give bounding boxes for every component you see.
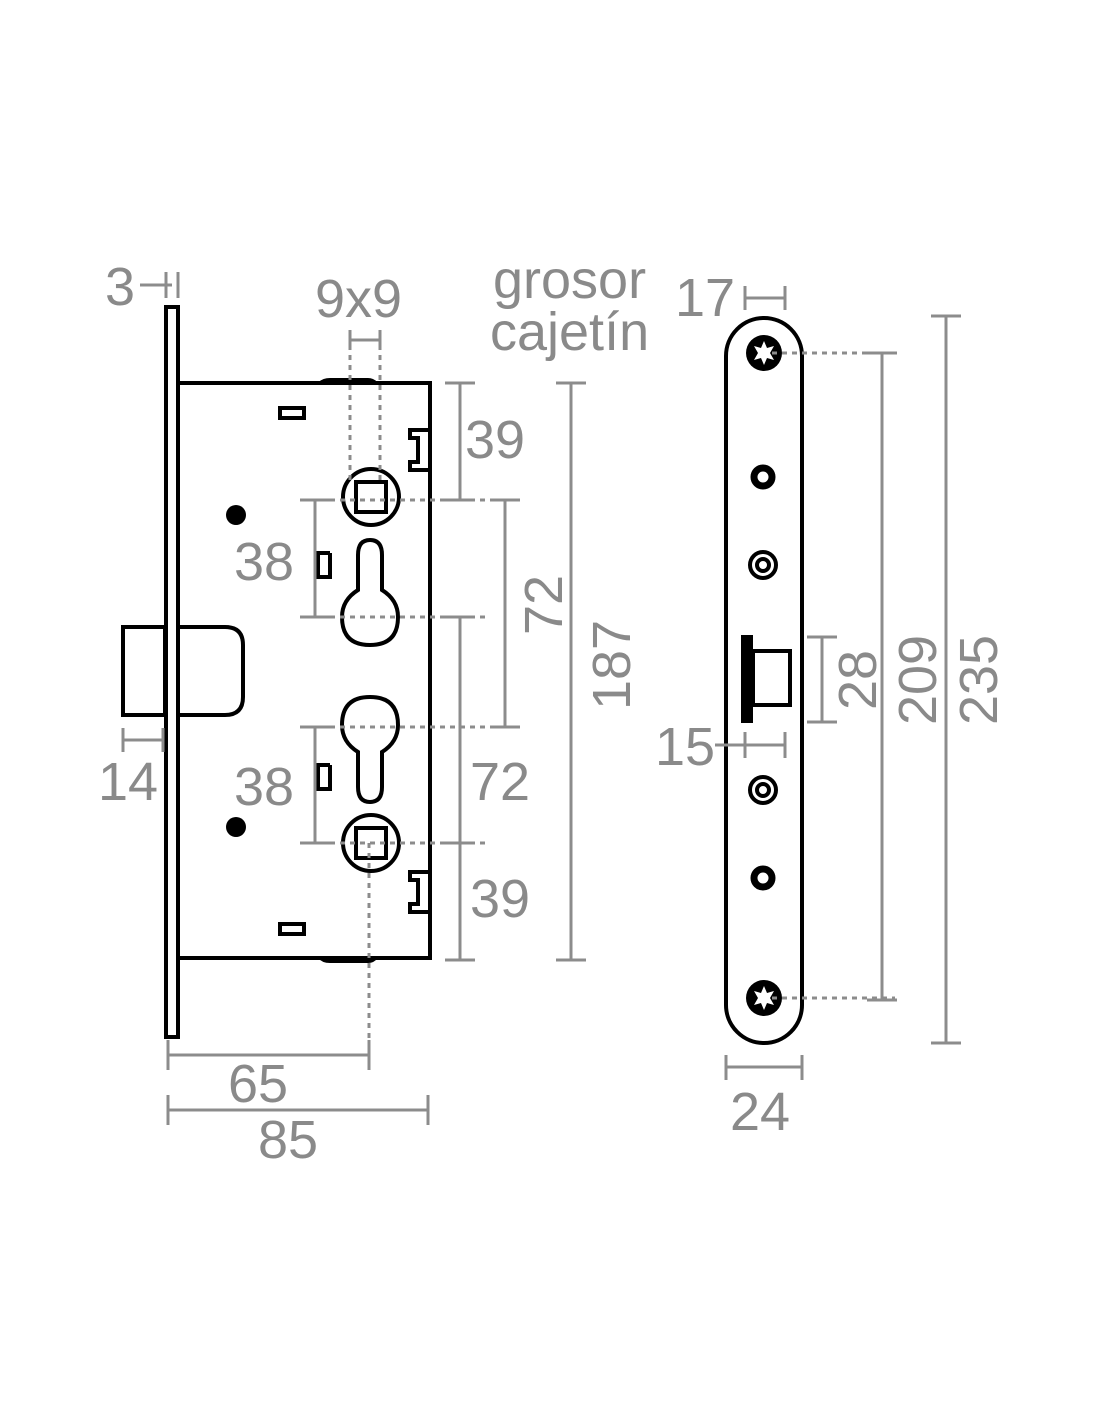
clip-bottom bbox=[408, 870, 430, 914]
label-cajetin: cajetín bbox=[490, 302, 649, 362]
screw-hole-ring-icon bbox=[748, 775, 778, 805]
dim-plate-width: 24 bbox=[730, 1082, 790, 1142]
dim-bottom-to-follower: 39 bbox=[470, 869, 530, 929]
faceplate bbox=[164, 305, 180, 1039]
dim-backset: 65 bbox=[228, 1054, 288, 1114]
latch-bolt bbox=[121, 625, 167, 717]
lock-body bbox=[121, 305, 432, 1039]
strike-plate-dimensions: grosor cajetín 17 28 209 235 15 24 bbox=[490, 250, 1009, 1142]
dim-body-depth: 85 bbox=[258, 1110, 318, 1170]
strike-opening bbox=[751, 649, 792, 707]
star-screw-top-icon bbox=[746, 335, 782, 371]
dim-latch-projection: 14 bbox=[98, 752, 158, 812]
dim-opening-height: 28 bbox=[828, 650, 888, 710]
dim-body-height: 187 bbox=[582, 620, 642, 710]
strike-lip bbox=[741, 635, 753, 723]
dim-center-distance-top: 72 bbox=[514, 575, 574, 635]
dim-top-to-follower: 39 bbox=[465, 410, 525, 470]
dim-box-depth: 17 bbox=[675, 268, 735, 328]
clip-top bbox=[408, 428, 430, 472]
screw-hole-icon bbox=[750, 865, 776, 891]
dim-follower-square: 9x9 bbox=[315, 269, 402, 329]
dim-center-distance-lower: 72 bbox=[470, 752, 530, 812]
case-bottom-tab bbox=[318, 958, 378, 963]
rivet-slot-bottom bbox=[278, 922, 306, 936]
star-screw-bottom-icon bbox=[746, 980, 782, 1016]
case-top-tab bbox=[318, 378, 378, 383]
deadbolt bbox=[178, 625, 245, 717]
dim-follower-to-cylinder-lower: 38 bbox=[234, 757, 294, 817]
dim-plate-height: 235 bbox=[949, 635, 1009, 725]
dim-follower-to-cylinder-top: 38 bbox=[234, 532, 294, 592]
cylinder-hole-bottom bbox=[339, 694, 401, 805]
dim-screw-distance: 209 bbox=[888, 635, 948, 725]
strike-plate bbox=[724, 316, 804, 1045]
dim-opening-width: 15 bbox=[655, 717, 715, 777]
lock-body-dimensions: 3 9x9 39 38 72 187 14 38 72 39 65 85 bbox=[98, 257, 642, 1170]
screw-top-icon bbox=[226, 505, 246, 525]
lock-case bbox=[178, 381, 432, 960]
screw-hole-icon bbox=[750, 464, 776, 490]
rivet-slot-top bbox=[278, 406, 306, 420]
cylinder-hole-top bbox=[339, 537, 401, 648]
dim-faceplate-thickness: 3 bbox=[105, 257, 135, 317]
follower-square-bottom bbox=[354, 826, 388, 860]
screw-bottom-icon bbox=[226, 817, 246, 837]
screw-hole-ring-icon bbox=[748, 550, 778, 580]
label-grosor: grosor bbox=[493, 250, 646, 310]
follower-square-top bbox=[354, 480, 388, 514]
